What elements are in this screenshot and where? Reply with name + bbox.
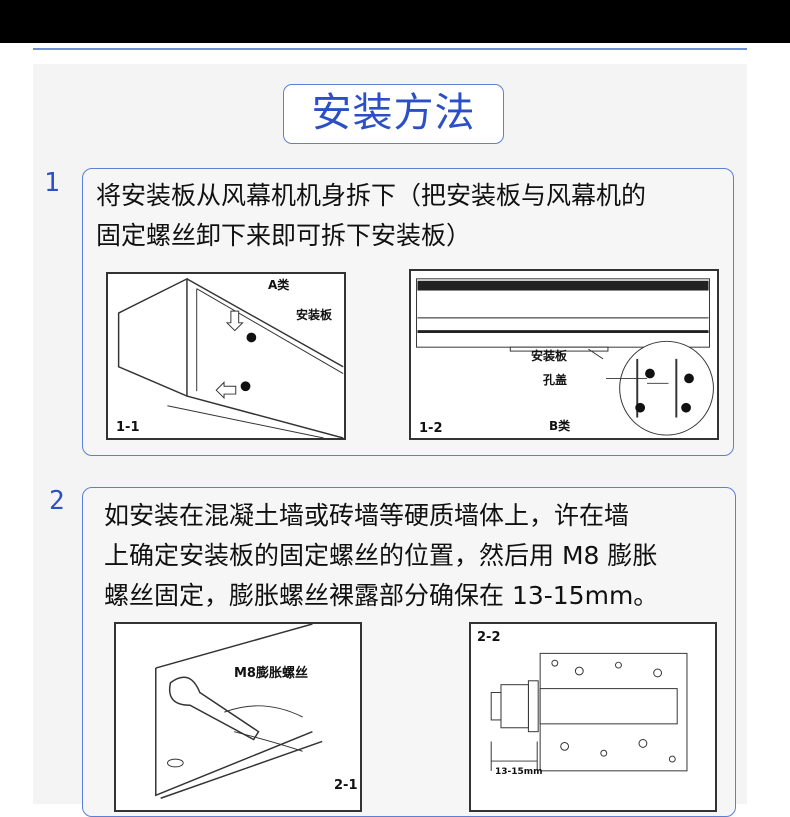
figure-caption: 2-2 — [477, 630, 501, 645]
step-number: 1 — [44, 168, 60, 198]
divider — [33, 48, 747, 50]
top-bar — [0, 0, 790, 43]
figure-caption: 1-1 — [116, 420, 140, 435]
figure-2-1: M8膨胀螺丝 2-1 — [114, 622, 362, 812]
step-1-line-2: 固定螺丝卸下来即可拆下安装板） — [96, 221, 472, 250]
figure-caption: 2-1 — [334, 778, 358, 793]
dimension-label: 13-15mm — [495, 767, 543, 777]
part-label: 安装板 — [531, 349, 568, 363]
step-2-line-3: 螺丝固定，膨胀螺丝裸露部分确保在 13-15mm。 — [104, 581, 659, 610]
step-2-line-1: 如安装在混凝土墙或砖墙等硬质墙体上，许在墙 — [104, 501, 630, 530]
type-label: B类 — [549, 419, 571, 433]
expansion-bolt-diagram — [490, 652, 688, 772]
step-2-line-2: 上确定安装板的固定螺丝的位置，然后用 M8 膨胀 — [104, 541, 658, 570]
figure-1-2: 安装板 孔盖 B类 1-2 — [409, 269, 719, 440]
air-curtain-b-diagram — [416, 278, 714, 436]
air-curtain-a-diagram — [117, 277, 344, 438]
step-1-line-1: 将安装板从风幕机机身拆下（把安装板与风幕机的 — [96, 181, 647, 210]
part-label: M8膨胀螺丝 — [234, 666, 308, 681]
figure-2-2: 2-2 13-15mm — [469, 622, 717, 812]
figure-1-1: A类 安装板 1-1 — [106, 272, 346, 440]
page-title: 安装方法 — [283, 84, 504, 144]
wrench-mounting-diagram — [155, 624, 323, 799]
type-label: A类 — [268, 278, 290, 292]
figure-caption: 1-2 — [419, 421, 443, 436]
cover-label: 孔盖 — [543, 373, 568, 387]
part-label: 安装板 — [296, 308, 333, 322]
step-number: 2 — [49, 486, 65, 516]
